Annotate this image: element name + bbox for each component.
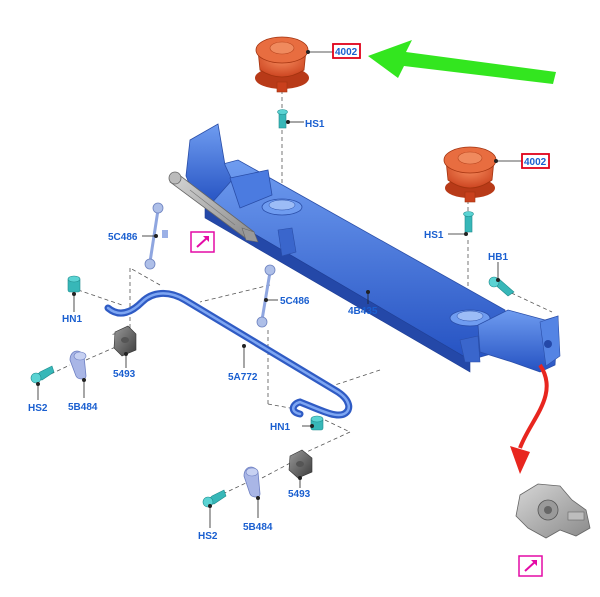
label-mount-top[interactable]: 4002	[335, 47, 358, 58]
label-bracket-left[interactable]: 5B484	[68, 402, 98, 413]
bushing-5493-bottom	[288, 449, 313, 479]
steering-knuckle-detail	[515, 483, 591, 539]
label-link-left[interactable]: 5C486	[108, 232, 138, 243]
label-hs1-right[interactable]: HS1	[424, 230, 444, 241]
bracket-5b484-bottom	[243, 466, 261, 498]
label-hb1[interactable]: HB1	[488, 252, 508, 263]
label-axle[interactable]: 4B435	[348, 306, 378, 317]
red-curved-arrow	[510, 363, 549, 474]
green-pointer-arrow	[368, 40, 556, 84]
label-stabilizer-bar[interactable]: 5A772	[228, 372, 258, 383]
northeast-arrow-icon[interactable]	[518, 555, 543, 577]
bolt-hb1	[488, 276, 515, 297]
label-link-center[interactable]: 5C486	[280, 296, 310, 307]
label-hn1-left[interactable]: HN1	[62, 314, 82, 325]
bolt-hs1-right	[463, 211, 474, 233]
bolt-hs2-left	[30, 365, 55, 384]
highlight-box-mount-top	[332, 43, 361, 59]
bolt-hs2-bottom	[202, 489, 227, 508]
label-bracket-bottom[interactable]: 5B484	[243, 522, 273, 533]
label-hs2-left[interactable]: HS2	[28, 403, 48, 414]
bracket-5b484-left	[69, 350, 87, 380]
bushing-5493-left	[113, 325, 137, 357]
highlight-box-mount-right	[521, 153, 550, 169]
nut-hn1-bottom	[310, 415, 324, 431]
label-mount-right[interactable]: 4002	[524, 157, 547, 168]
nut-hn1-left	[67, 275, 81, 293]
engine-mount-right	[443, 146, 497, 203]
label-hn1-bottom[interactable]: HN1	[270, 422, 290, 433]
label-hs2-bottom[interactable]: HS2	[198, 531, 218, 542]
stabilizer-bar-5a772	[104, 290, 353, 419]
label-hs1-top[interactable]: HS1	[305, 119, 325, 130]
engine-mount-top	[255, 36, 309, 93]
label-bushing-bottom[interactable]: 5493	[288, 489, 311, 500]
label-bushing-left[interactable]: 5493	[113, 369, 136, 380]
axle-4b435	[168, 123, 561, 373]
bolt-hs1-top	[277, 109, 288, 129]
leader-lines	[36, 50, 522, 528]
northeast-arrow-icon[interactable]	[190, 231, 215, 253]
stabilizer-link-center	[256, 264, 276, 328]
